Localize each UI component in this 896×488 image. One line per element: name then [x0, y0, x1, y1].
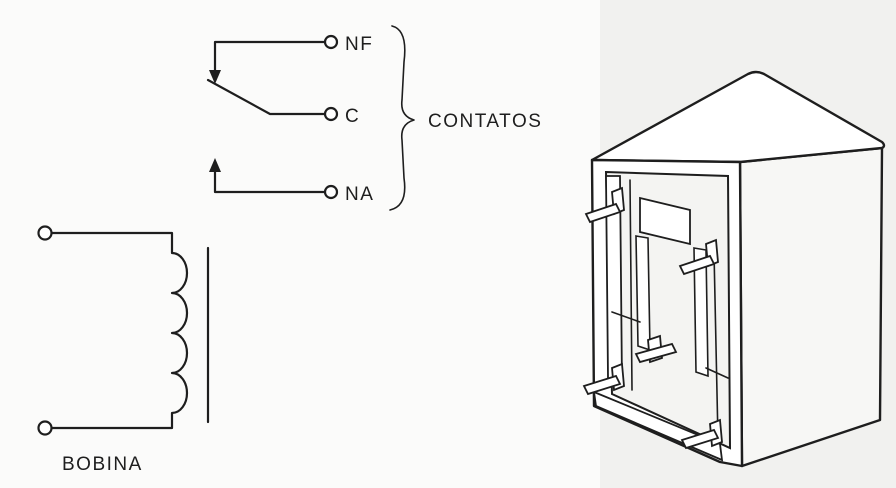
relay-top-face	[590, 70, 886, 164]
nf-wire	[213, 40, 327, 78]
relay-armature-right	[693, 247, 709, 378]
coil-winding	[50, 231, 189, 430]
relay-pin-bottom-right	[680, 418, 723, 450]
coil-terminal-top	[37, 225, 53, 241]
coil-schematic: BOBINA	[37, 225, 210, 475]
terminal-nf	[323, 34, 339, 50]
relay-inner-line-3	[611, 311, 641, 323]
label-nf: NF	[345, 34, 373, 55]
na-wire	[213, 166, 327, 194]
label-contacts: CONTATOS	[428, 111, 542, 132]
relay-armature	[635, 235, 651, 352]
contacts-brace	[389, 25, 415, 211]
relay-window	[639, 196, 691, 246]
relay-inner-line-1	[629, 179, 633, 391]
label-na: NA	[345, 184, 374, 205]
relay-drawing	[582, 70, 886, 468]
nf-arrow	[209, 70, 221, 84]
label-coil: BOBINA	[62, 454, 143, 475]
na-arrow	[209, 158, 221, 172]
relay-side-face	[738, 146, 884, 468]
relay-inner-line-2	[713, 251, 719, 441]
contacts-schematic: NF C NA CONTATOS	[206, 25, 542, 211]
relay-pin-top-left	[584, 186, 625, 224]
coil-terminal-bottom	[37, 420, 53, 436]
terminal-na	[323, 184, 339, 200]
relay-pin-bottom-left	[582, 362, 625, 396]
terminal-c	[323, 106, 339, 122]
relay-pin-center	[634, 334, 678, 364]
label-c: C	[345, 106, 360, 127]
switch-arm	[206, 78, 327, 116]
relay-pin-top-right	[678, 238, 719, 276]
relay-inner-line-4	[705, 367, 729, 379]
